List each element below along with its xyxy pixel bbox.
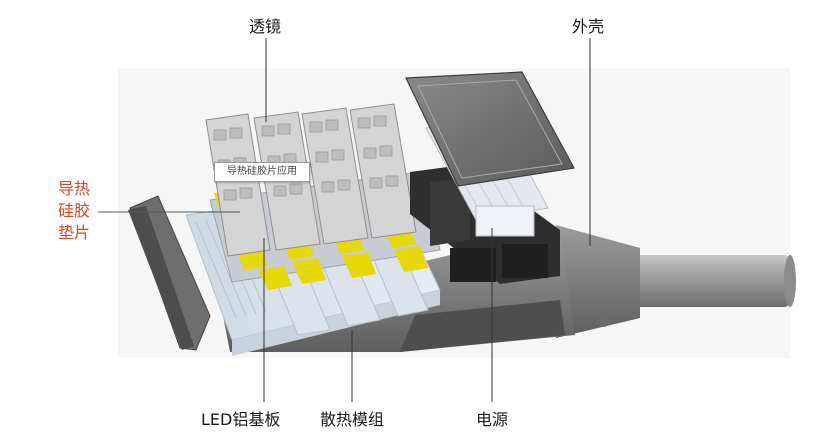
thermal-pad-label-line2: 硅胶 bbox=[57, 201, 90, 220]
housing-shadow bbox=[400, 300, 565, 352]
pole-arm bbox=[556, 225, 796, 338]
thermal-pad-label-line3: 垫片 bbox=[57, 223, 90, 242]
housing-label: 外壳 bbox=[572, 17, 605, 36]
leader-lines bbox=[98, 38, 591, 402]
led-board-label: LED铝基板 bbox=[201, 410, 281, 429]
lens-array bbox=[205, 103, 417, 257]
heatsink-module-label: 散热模组 bbox=[320, 410, 385, 429]
power-supply-label: 电源 bbox=[476, 410, 509, 429]
thermal-pad-label-line1: 导热 bbox=[57, 179, 90, 198]
thermal-pad-tooltip: 导热硅胶片应用 bbox=[214, 162, 310, 182]
top-cover bbox=[405, 71, 575, 187]
end-cap bbox=[128, 195, 211, 351]
lens-label: 透镜 bbox=[249, 17, 282, 36]
